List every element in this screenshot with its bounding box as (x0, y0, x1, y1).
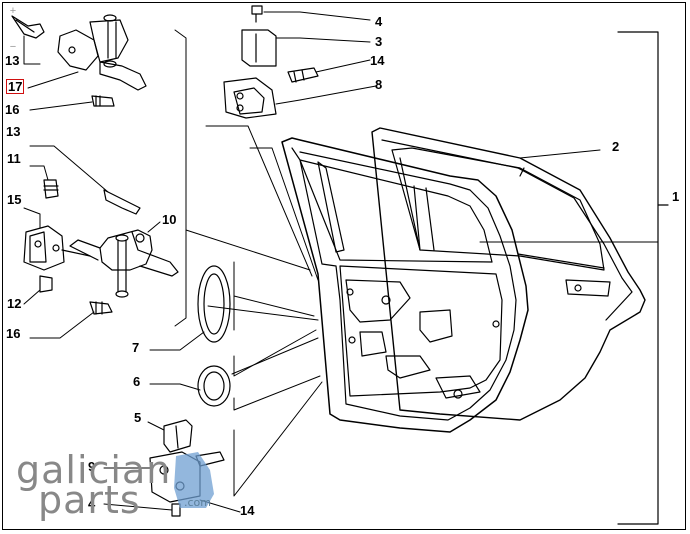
watermark-domain: .com (184, 496, 211, 509)
watermark-parts: parts (38, 478, 141, 522)
part-label-16-bottom: 16 (6, 326, 21, 341)
part-label-13-middle: 13 (6, 124, 21, 139)
zoom-in-button[interactable]: + (9, 5, 17, 17)
watermark-blob (174, 452, 214, 508)
upper-hinge-assembly (11, 14, 147, 107)
part-label-7: 7 (132, 340, 140, 355)
lower-hinge-assembly (23, 179, 179, 315)
door-inner-frame (281, 137, 529, 433)
part-label-12: 12 (7, 296, 22, 311)
leader-lines (174, 29, 659, 497)
part-label-4-bottom: 4 (88, 496, 96, 511)
part-label-11: 11 (7, 151, 21, 166)
part-label-5: 5 (134, 410, 142, 425)
part-label-14-bottom: 14 (240, 503, 255, 518)
door-shell (371, 127, 646, 421)
part-label-9: 9 (88, 459, 96, 474)
grommets-and-bumpers (149, 265, 231, 517)
part-label-4-top: 4 (375, 14, 383, 29)
part-label-13-top: 13 (5, 53, 20, 68)
part-label-16-top: 16 (5, 102, 20, 117)
part-label-8: 8 (375, 77, 383, 92)
part-label-3: 3 (375, 34, 383, 49)
part-label-2: 2 (612, 139, 620, 154)
part-label-1: 1 (672, 189, 680, 204)
watermark-galician: galician (16, 448, 172, 492)
part-label-10: 10 (162, 212, 177, 227)
zoom-out-button[interactable]: − (9, 41, 17, 53)
part-label-6: 6 (133, 374, 141, 389)
check-strap-parts (223, 5, 319, 119)
part-label-14-top: 14 (370, 53, 385, 68)
bracket-part-1 (617, 31, 669, 525)
part-label-17-highlighted[interactable]: 17 (6, 79, 25, 94)
part-label-15: 15 (7, 192, 22, 207)
